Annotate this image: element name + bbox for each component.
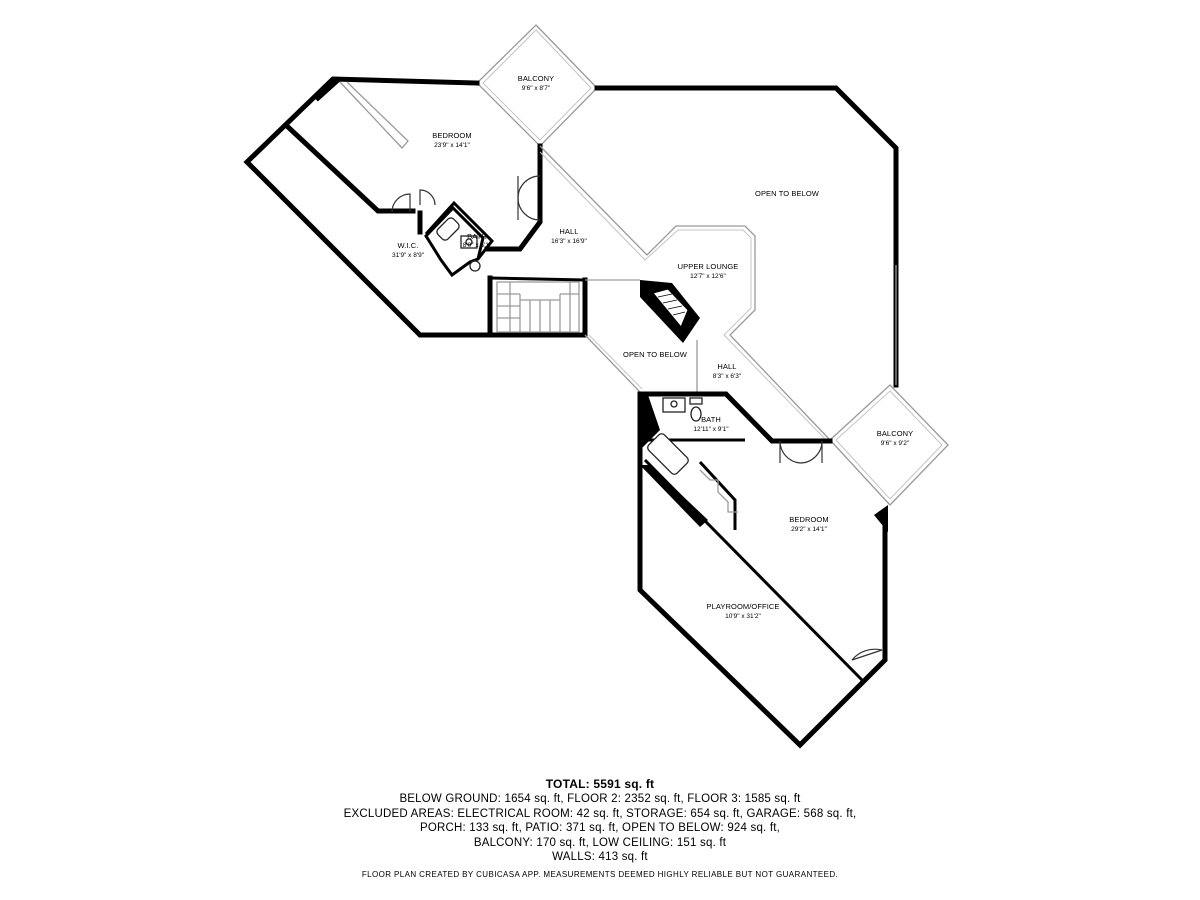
area-line-4: BALCONY: 170 sq. ft, LOW CEILING: 151 sq… [473,836,727,849]
disclaimer: FLOOR PLAN CREATED BY CUBICASA APP. MEAS… [361,870,839,879]
svg-text:HALL: HALL [559,227,578,236]
svg-text:BEDROOM: BEDROOM [432,131,471,140]
room-label-balcony-top: BALCONY 9'6" x 8'7" [518,74,555,92]
floor-plan: BALCONY 9'6" x 8'7" BEDROOM 23'9" x 14'1… [243,24,949,749]
hall-top-rail [539,145,831,441]
structural-solids [640,395,888,532]
room-label-hall-top: HALL 16'3" x 16'9" [551,227,587,245]
total-area: TOTAL: 5591 sq. ft [545,777,655,791]
room-label-upper-lounge: UPPER LOUNGE 12'7" x 12'6" [678,262,739,280]
room-label-bath-top: BATH 8'0" x 5'1" [463,232,492,249]
bedroom-top-window [339,81,409,149]
svg-text:PLAYROOM/OFFICE: PLAYROOM/OFFICE [706,602,779,611]
open-below-top-walls [594,85,899,388]
room-label-bedroom-bottom: BEDROOM 29'2" x 14'1" [789,515,828,533]
area-summary: TOTAL: 5591 sq. ft BELOW GROUND: 1654 sq… [0,776,1200,865]
open-below-mid-walls [584,279,698,394]
svg-text:29'2" x 14'1": 29'2" x 14'1" [791,526,827,533]
area-line-1: BELOW GROUND: 1654 sq. ft, FLOOR 2: 2352… [399,793,801,805]
room-label-balcony-right: BALCONY 9'6" x 9'2" [877,429,914,447]
svg-text:BALCONY: BALCONY [877,429,914,438]
svg-text:10'9" x 31'2": 10'9" x 31'2" [725,613,761,620]
svg-text:31'9" x 8'9": 31'9" x 8'9" [392,252,425,259]
svg-text:12'7" x 12'6": 12'7" x 12'6" [690,273,726,280]
svg-text:W.I.C.: W.I.C. [397,241,418,250]
svg-text:HALL: HALL [717,362,736,371]
staircase [496,281,580,333]
room-label-bedroom-top: BEDROOM 23'9" x 14'1" [432,131,471,149]
area-line-3: PORCH: 133 sq. ft, PATIO: 371 sq. ft, OP… [419,822,781,834]
bathtub-top-icon [436,217,460,241]
left-wing-doors [391,175,541,221]
room-label-open-below-mid: OPEN TO BELOW [623,350,688,359]
svg-text:8'0" x 5'1": 8'0" x 5'1" [463,242,492,249]
bathtub-mid-icon [647,433,689,475]
area-line-5: WALLS: 413 sq. ft [552,851,648,863]
svg-text:OPEN TO BELOW: OPEN TO BELOW [623,350,688,359]
svg-text:8'3" x 6'3": 8'3" x 6'3" [713,373,742,380]
svg-text:BATH: BATH [701,415,721,424]
svg-text:UPPER LOUNGE: UPPER LOUNGE [678,262,739,271]
room-label-open-below-top: OPEN TO BELOW [755,189,820,198]
lower-wing-doors [779,440,883,661]
toilet-mid-icon [690,406,702,422]
svg-text:BALCONY: BALCONY [518,74,555,83]
balcony-right-outline [829,384,949,506]
left-wing-walls [243,76,588,338]
svg-text:12'11" x 9'1": 12'11" x 9'1" [693,426,729,433]
svg-text:16'3" x 16'9": 16'3" x 16'9" [551,238,587,245]
area-line-2: EXCLUDED AREAS: ELECTRICAL ROOM: 42 sq. … [343,807,857,820]
bath-mid-fixtures [647,397,703,475]
toilet-top-icon [469,260,481,272]
closet-lower [699,469,738,513]
bath-top-fixtures [424,205,485,278]
room-label-hall-mid: HALL 8'3" x 6'3" [713,362,742,380]
svg-text:BATH: BATH [467,232,487,241]
svg-text:BEDROOM: BEDROOM [789,515,828,524]
room-label-wic: W.I.C. 31'9" x 8'9" [392,241,425,259]
svg-text:9'6" x 8'7": 9'6" x 8'7" [522,85,551,92]
svg-text:9'6" x 9'2": 9'6" x 9'2" [881,440,910,447]
room-label-playroom: PLAYROOM/OFFICE 10'9" x 31'2" [706,602,779,620]
svg-text:23'9" x 14'1": 23'9" x 14'1" [434,142,470,149]
fireplace-icon [640,280,700,343]
svg-text:OPEN TO BELOW: OPEN TO BELOW [755,189,820,198]
room-label-bath-mid: BATH 12'11" x 9'1" [693,415,729,433]
